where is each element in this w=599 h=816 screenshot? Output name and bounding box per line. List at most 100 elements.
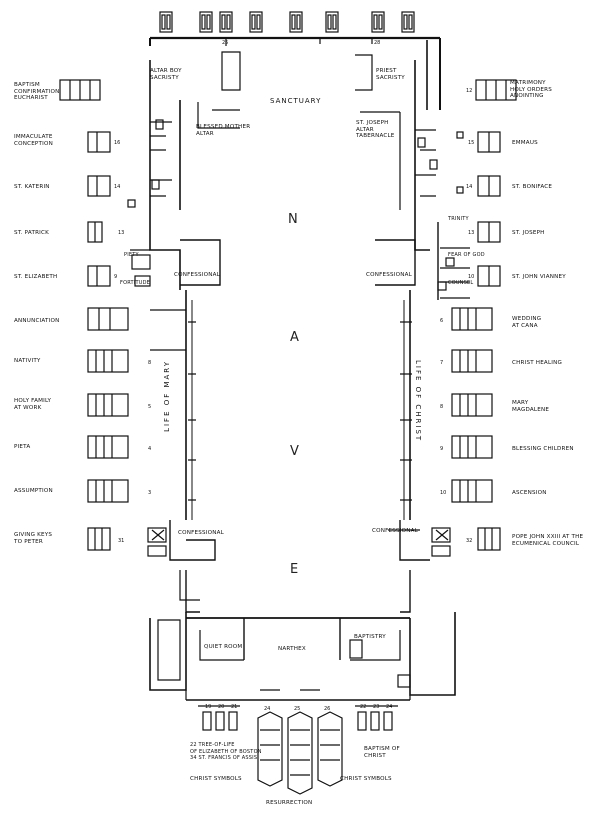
bottom-number: 26 (324, 706, 331, 712)
top-window-4 (249, 11, 263, 33)
right-window-number: 10 (440, 490, 447, 496)
right-window-healing (451, 349, 493, 373)
right-window-title: WEDDING AT CANA (512, 316, 542, 329)
right-window-number: 7 (440, 360, 444, 366)
bottom-number: 21 (231, 704, 238, 710)
right-window-title: ST. JOSEPH (512, 230, 545, 236)
right-window-pope (477, 527, 501, 551)
left-window-number: 16 (114, 140, 121, 146)
right-window-number: 10 (468, 274, 475, 280)
left-window-number: 9 (114, 274, 118, 280)
left-window-elizabeth (87, 265, 111, 287)
right-window-cana (451, 307, 493, 331)
right-window-title: POPE JOHN XXIII AT THE ECUMENICAL COUNCI… (512, 534, 584, 547)
right-window-number: 8 (440, 404, 444, 410)
right-window-title: ASCENSION (512, 490, 547, 496)
baptistry-label: BAPTISTRY (354, 634, 386, 640)
right-window-emmaus (477, 131, 501, 153)
right-window-title: MARY MAGDALENE (512, 400, 550, 413)
right-window-magdalene (451, 393, 493, 417)
left-window-number: 31 (118, 538, 125, 544)
right-window-title: ST. JOHN VIANNEY (512, 274, 566, 280)
narthex-label: NARTHEX (278, 646, 306, 652)
bottom-number: 25 (294, 706, 301, 712)
left-window-title: ANNUNCIATION (14, 318, 60, 324)
piety-label: PIETY (124, 252, 139, 258)
top-window-6 (325, 11, 339, 33)
left-window-baptism (59, 79, 101, 101)
left-window-assumption (87, 479, 129, 503)
left-window-number: 3 (148, 490, 152, 496)
right-window-number: 15 (468, 140, 475, 146)
right-window-blessing (451, 435, 493, 459)
left-window-title: ST. ELIZABETH (14, 274, 58, 280)
bottom-number: 24 (264, 706, 271, 712)
right-window-number: 13 (468, 230, 475, 236)
trinity-label: TRINITY (448, 216, 469, 222)
fear-of-god-label: FEAR OF GOD (448, 252, 485, 258)
left-window-keys (87, 527, 111, 551)
right-window-title: EMMAUS (512, 140, 538, 146)
left-window-immaculate (87, 131, 111, 153)
right-window-number: 14 (466, 184, 473, 190)
counsel-label: COUNSEL (448, 280, 474, 286)
bottom-number: 20 (218, 704, 225, 710)
left-window-title: IMMACULATE CONCEPTION (14, 134, 53, 147)
right-window-number: 32 (466, 538, 473, 544)
left-window-annunciation (87, 307, 129, 331)
nave-letter-e: E (290, 562, 299, 577)
left-window-number: 4 (148, 446, 152, 452)
christ-symbols-right-label: CHRIST SYMBOLS (340, 776, 392, 782)
bottom-number: 23 (373, 704, 380, 710)
left-window-patrick (87, 221, 103, 243)
left-window-title: PIETA (14, 444, 31, 450)
top-window-7 (371, 11, 385, 33)
top-window-5 (289, 11, 303, 33)
nave-letter-v: V (290, 444, 299, 459)
confessional-left-upper-label: CONFESSIONAL (174, 272, 220, 278)
st-joseph-altar-label: ST. JOSEPH ALTAR TABERNACLE (356, 120, 395, 140)
confessional-right-upper-label: CONFESSIONAL (366, 272, 412, 278)
confessional-right-lower-label: CONFESSIONAL (372, 528, 418, 534)
top-window-number: 25 (222, 40, 229, 46)
tree-note-label: 22 TREE-OF-LIFE OF ELIZABETH OF BOSTON 3… (190, 742, 262, 762)
quiet-room-label: QUIET ROOM (204, 644, 243, 650)
altar-boy-sacristy-label: ALTAR BOY SACRISTY (150, 68, 182, 81)
right-window-ascension (451, 479, 493, 503)
right-window-number: 12 (466, 88, 473, 94)
left-window-number: 8 (148, 360, 152, 366)
baptism-of-christ-label: BAPTISM OF CHRIST (364, 746, 400, 759)
resurrection-label: RESURRECTION (266, 800, 313, 806)
nave-letter-n: N (288, 212, 298, 227)
left-window-title: ASSUMPTION (14, 488, 53, 494)
right-window-title: CHRIST HEALING (512, 360, 563, 366)
top-window-number: 28 (374, 40, 381, 46)
left-window-holy-family (87, 393, 129, 417)
life-of-christ-label: LIFE OF CHRIST (414, 360, 422, 443)
priest-sacristy-label: PRIEST SACRISTY (376, 68, 405, 81)
left-window-title: GIVING KEYS TO PETER (14, 532, 53, 545)
top-window-3 (219, 11, 233, 33)
left-window-title: HOLY FAMILY AT WORK (14, 398, 52, 411)
top-window-1 (159, 11, 173, 33)
left-window-number: 13 (118, 230, 125, 236)
left-window-nativity (87, 349, 129, 373)
nave-letter-a: A (290, 330, 299, 345)
left-window-title: ST. KATERIN (14, 184, 50, 190)
fortitude-label: FORTITUDE (120, 280, 150, 286)
right-window-number: 6 (440, 318, 444, 324)
christ-symbols-left-label: CHRIST SYMBOLS (190, 776, 242, 782)
right-window-title: MATRIMONY HOLY ORDERS ANOINTING (510, 80, 552, 100)
top-window-8 (401, 11, 415, 33)
right-window-title: ST. BONIFACE (512, 184, 553, 190)
left-window-title: BAPTISM CONFIRMATION EUCHARIST (14, 82, 60, 102)
confessional-left-lower-label: CONFESSIONAL (178, 530, 224, 536)
right-window-joseph (477, 221, 501, 243)
right-window-title: BLESSING CHILDREN (512, 446, 574, 452)
right-window-vianney (477, 265, 501, 287)
left-window-title: NATIVITY (14, 358, 41, 364)
right-window-matrimony (475, 79, 517, 101)
top-window-2 (199, 11, 213, 33)
